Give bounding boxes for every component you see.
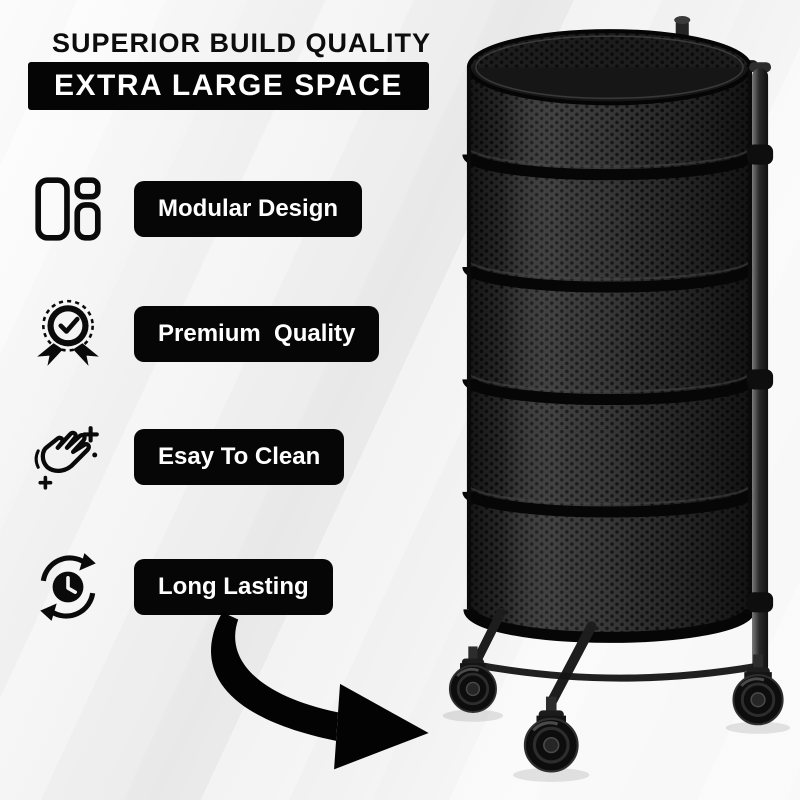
easy-to-clean-icon bbox=[28, 416, 108, 498]
modular-design-icon bbox=[28, 168, 108, 250]
banner: EXTRA LARGE SPACE bbox=[28, 62, 429, 110]
feature-label: Esay To Clean bbox=[134, 429, 345, 485]
feature-row-long-lasting: Long Lasting bbox=[28, 546, 333, 628]
feature-label: Long Lasting bbox=[134, 559, 333, 615]
headline: SUPERIOR BUILD QUALITY bbox=[52, 28, 432, 58]
feature-label: Premium Quality bbox=[134, 306, 380, 362]
feature-row-modular-design: Modular Design bbox=[28, 168, 363, 250]
arrow-icon bbox=[183, 607, 449, 789]
feature-row-premium-quality: Premium Quality bbox=[28, 293, 380, 375]
feature-row-easy-to-clean: Esay To Clean bbox=[28, 416, 345, 498]
premium-quality-icon bbox=[28, 293, 108, 375]
product-image bbox=[438, 12, 796, 790]
long-lasting-icon bbox=[28, 546, 108, 628]
feature-label: Modular Design bbox=[134, 181, 363, 237]
